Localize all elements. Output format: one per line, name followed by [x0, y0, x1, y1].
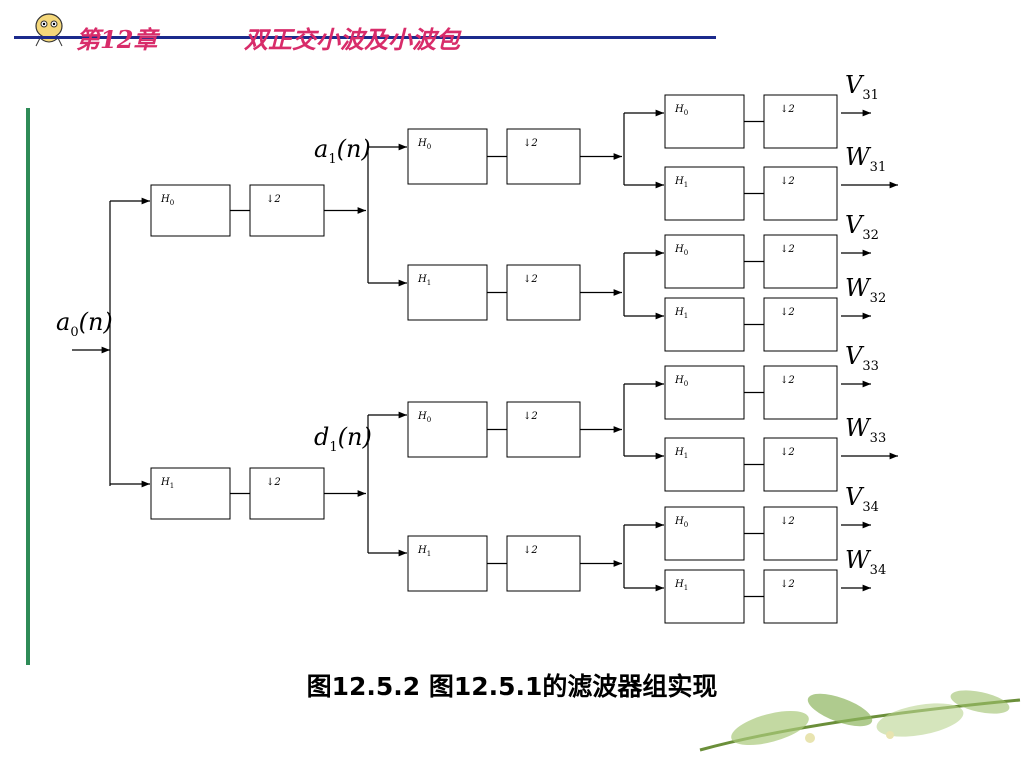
filter-label-h0: H0 — [417, 138, 431, 151]
downsample-label: ↓2 — [780, 244, 795, 255]
downsample-box — [249, 184, 325, 237]
output-label-v32: V32 — [845, 211, 879, 243]
downsample-label: ↓2 — [780, 104, 795, 115]
downsample-label: ↓2 — [523, 411, 538, 422]
output-label-w32: W32 — [845, 274, 886, 306]
downsample-box — [506, 264, 581, 321]
filter-label-h1: H1 — [674, 176, 688, 189]
output-label-w31: W31 — [845, 143, 886, 175]
header-rule — [14, 36, 716, 39]
output-label-v31: V31 — [845, 71, 879, 103]
downsample-box — [763, 506, 838, 561]
filter-label-h0: H0 — [417, 411, 431, 424]
filter-label-h0: H0 — [674, 375, 688, 388]
lowpass-filter-box — [664, 234, 745, 289]
filter-label-h0: H0 — [160, 194, 174, 207]
downsample-label: ↓2 — [266, 194, 281, 205]
downsample-label: ↓2 — [780, 516, 795, 527]
highpass-filter-box — [407, 264, 488, 321]
input-signal-label: a0(n) — [56, 308, 113, 340]
downsample-box — [249, 467, 325, 520]
lowpass-filter-box — [664, 94, 745, 149]
detail-signal-label: d1(n) — [314, 423, 372, 455]
downsample-label: ↓2 — [780, 176, 795, 187]
figure-caption: 图12.5.2 图12.5.1的滤波器组实现 — [306, 672, 718, 701]
output-label-v34: V34 — [845, 483, 879, 515]
lowpass-filter-box — [664, 365, 745, 420]
downsample-label: ↓2 — [780, 579, 795, 590]
filter-label-h1: H1 — [674, 447, 688, 460]
filter-label-h1: H1 — [674, 307, 688, 320]
lowpass-filter-box — [664, 506, 745, 561]
downsample-label: ↓2 — [523, 138, 538, 149]
downsample-box — [506, 535, 581, 592]
downsample-box — [763, 569, 838, 624]
highpass-filter-box — [664, 297, 745, 352]
slide-header: 第12章 双正交小波及小波包 — [0, 0, 1024, 60]
downsample-label: ↓2 — [780, 375, 795, 386]
downsample-label: ↓2 — [523, 545, 538, 556]
output-label-w33: W33 — [845, 414, 886, 446]
chapter-title: 双正交小波及小波包 — [244, 25, 460, 54]
highpass-filter-box — [150, 467, 231, 520]
downsample-label: ↓2 — [780, 307, 795, 318]
downsample-box — [506, 401, 581, 458]
downsample-box — [763, 94, 838, 149]
filter-label-h0: H0 — [674, 104, 688, 117]
approx-signal-label: a1(n) — [314, 135, 371, 167]
downsample-label: ↓2 — [780, 447, 795, 458]
downsample-label: ↓2 — [266, 477, 281, 488]
chapter-label: 第12章 — [76, 25, 158, 54]
highpass-filter-box — [664, 437, 745, 492]
downsample-box — [763, 166, 838, 221]
downsample-box — [763, 234, 838, 289]
filter-label-h1: H1 — [160, 477, 174, 490]
highpass-filter-box — [664, 166, 745, 221]
filter-label-h1: H1 — [417, 545, 431, 558]
highpass-filter-box — [407, 535, 488, 592]
filter-label-h0: H0 — [674, 516, 688, 529]
output-label-v33: V33 — [845, 342, 879, 374]
lowpass-filter-box — [407, 401, 488, 458]
downsample-box — [763, 437, 838, 492]
filter-label-h0: H0 — [674, 244, 688, 257]
output-label-w34: W34 — [845, 546, 886, 578]
lowpass-filter-box — [407, 128, 488, 185]
highpass-filter-box — [664, 569, 745, 624]
lowpass-filter-box — [150, 184, 231, 237]
filter-label-h1: H1 — [674, 579, 688, 592]
downsample-box — [763, 365, 838, 420]
downsample-box — [506, 128, 581, 185]
downsample-label: ↓2 — [523, 274, 538, 285]
leaf-decoration-icon — [699, 690, 1021, 752]
left-accent-bar — [26, 108, 30, 665]
downsample-box — [763, 297, 838, 352]
filter-label-h1: H1 — [417, 274, 431, 287]
